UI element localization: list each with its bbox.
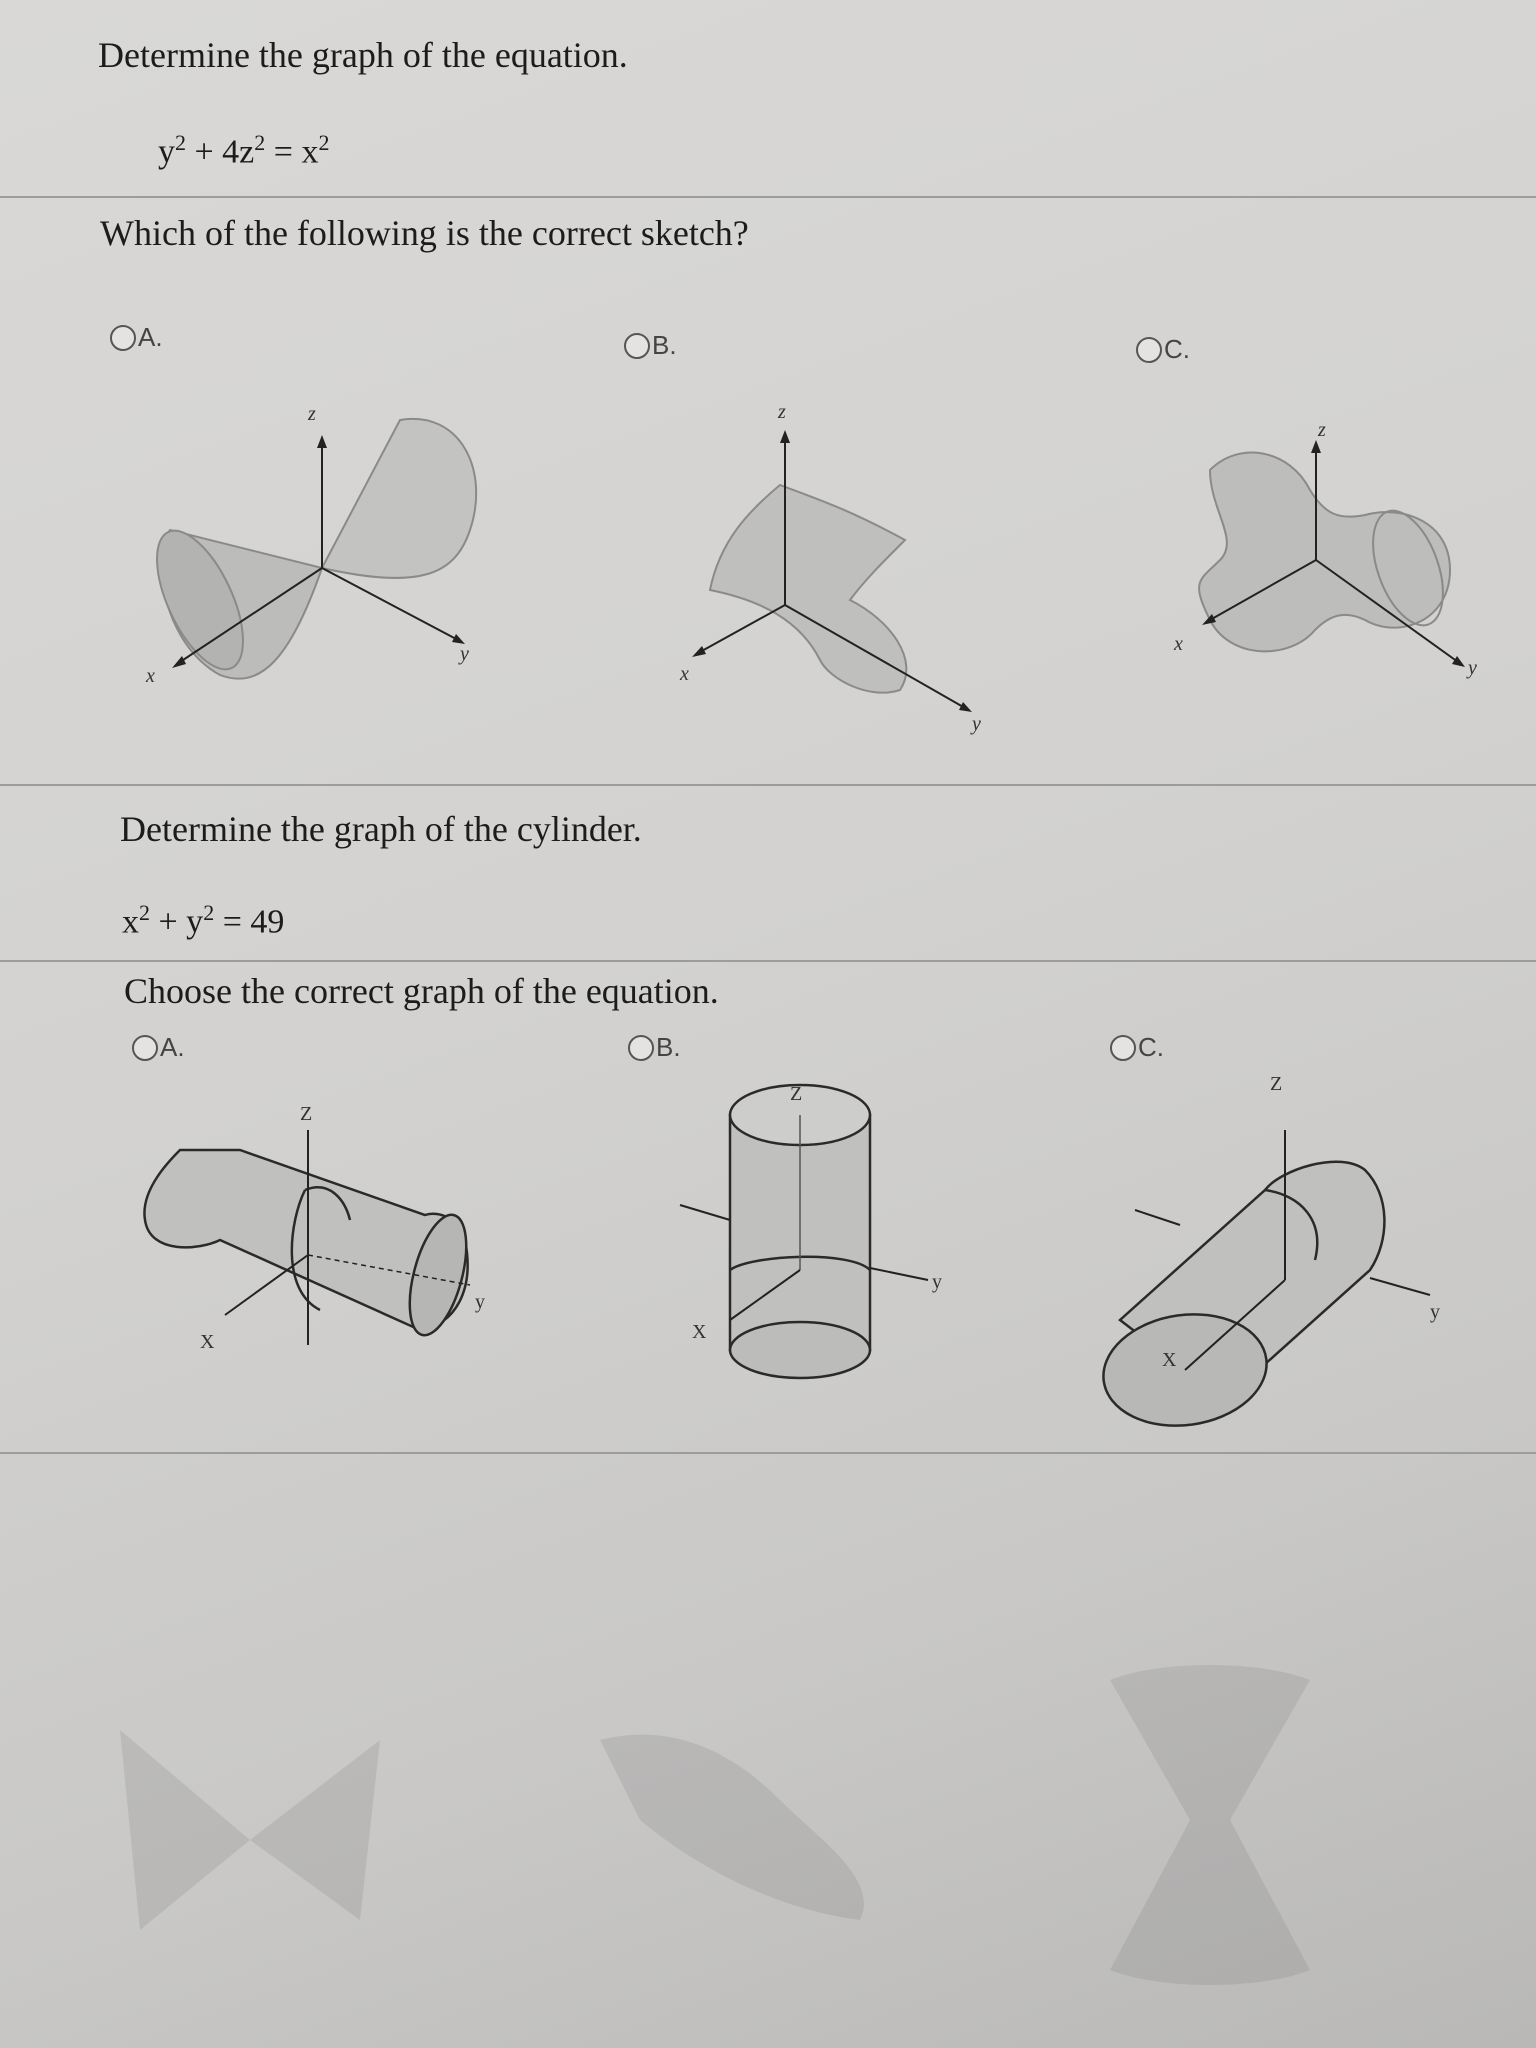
option-c-radio[interactable]: C.	[1136, 334, 1190, 365]
figure-1b-saddle: z x y	[679, 401, 981, 735]
x-axis-label: x	[679, 663, 689, 685]
saddle-surface	[708, 483, 908, 694]
figure-1a-double-cone: z x y	[145, 403, 478, 687]
y-axis-label: y	[458, 643, 469, 665]
radio-circle[interactable]	[624, 332, 650, 359]
show-through-figure	[120, 1730, 380, 1930]
divider	[0, 196, 1536, 198]
radio-circle[interactable]	[1110, 1034, 1136, 1061]
divider	[0, 1452, 1536, 1454]
problem2-prompt: Determine the graph of the cylinder.	[120, 809, 642, 849]
x-axis-label: X	[200, 1331, 215, 1353]
problem1-question: Which of the following is the correct sk…	[100, 213, 749, 253]
z-axis-label: Z	[300, 1103, 312, 1125]
option-a-radio[interactable]: A.	[110, 322, 163, 353]
x-axis-label: x	[145, 665, 155, 687]
figure-2c-cylinder: Z X y	[1102, 1073, 1440, 1427]
radio-circle[interactable]	[132, 1034, 158, 1061]
z-axis-label: Z	[1270, 1073, 1282, 1095]
hyperboloid-surface	[1198, 451, 1452, 653]
problem1-equation: y2 + 4z2 = x2	[158, 130, 330, 171]
show-through-figure	[600, 1734, 864, 1920]
option-b-radio[interactable]: B.	[624, 330, 677, 361]
x-axis-label: X	[1162, 1349, 1177, 1371]
y-axis-label: y	[970, 713, 981, 735]
y-axis-label: y	[932, 1271, 942, 1293]
divider	[0, 960, 1536, 962]
y-axis-label: y	[475, 1291, 485, 1313]
problem1-prompt: Determine the graph of the equation.	[98, 35, 628, 75]
y-axis-label: y	[1430, 1301, 1440, 1323]
cone-front-lobe	[320, 417, 478, 579]
option-a-radio[interactable]: A.	[132, 1032, 185, 1063]
divider	[0, 784, 1536, 786]
problem2-equation: x2 + y2 = 49	[122, 900, 285, 941]
show-through-figure	[1110, 1665, 1310, 1985]
x-axis-label: x	[1173, 633, 1183, 655]
z-axis-label: z	[777, 401, 786, 423]
x-axis-label: X	[692, 1321, 707, 1343]
radio-circle[interactable]	[110, 324, 136, 351]
option-b-radio[interactable]: B.	[628, 1032, 681, 1063]
z-axis-label: z	[1317, 419, 1326, 441]
z-axis-label: Z	[790, 1083, 802, 1105]
y-axis-label: y	[1466, 657, 1477, 679]
figure-2a-cylinder: Z X y	[143, 1103, 485, 1353]
z-axis-label: z	[307, 403, 316, 425]
problem2-question: Choose the correct graph of the equation…	[124, 971, 719, 1011]
figure-1c-hyperboloid: z x y	[1173, 419, 1477, 679]
radio-circle[interactable]	[628, 1034, 654, 1061]
radio-circle[interactable]	[1136, 336, 1162, 363]
figure-2b-cylinder: Z X y	[679, 1083, 942, 1380]
option-c-radio[interactable]: C.	[1110, 1032, 1164, 1063]
